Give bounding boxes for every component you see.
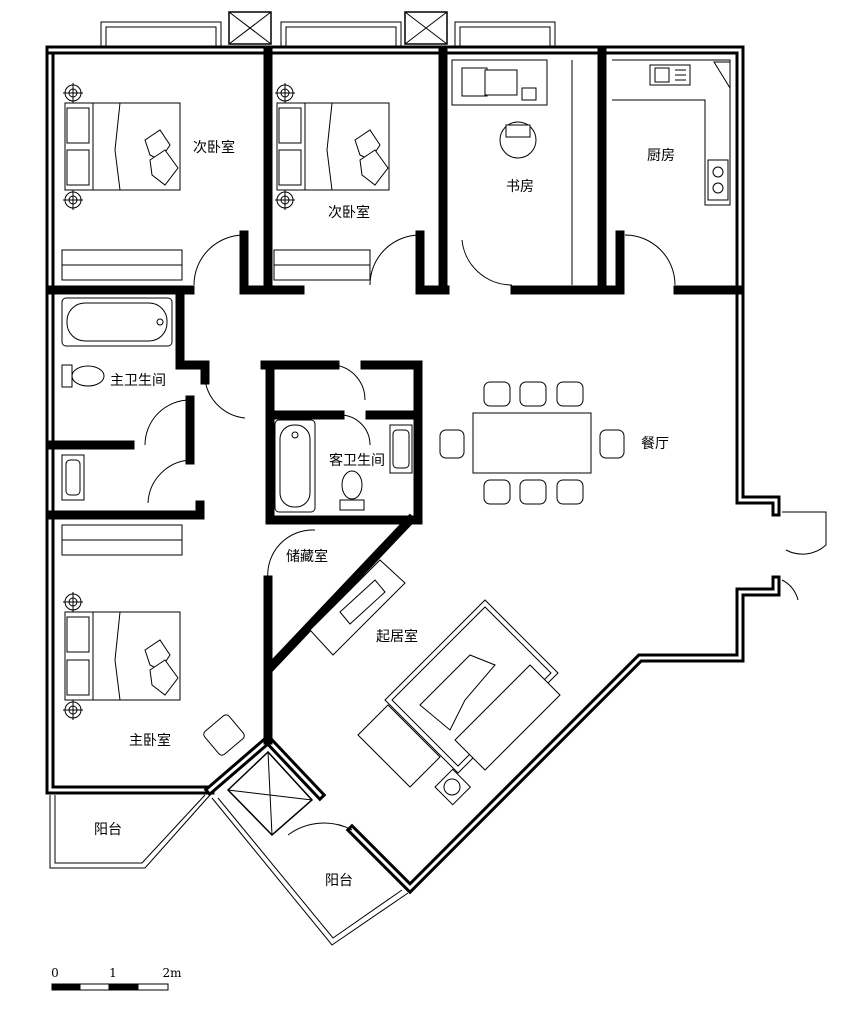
label-master-bathroom: 主卫生间 xyxy=(110,373,166,389)
wardrobe xyxy=(61,249,183,281)
doors xyxy=(144,234,827,836)
armchair-icon xyxy=(203,714,245,756)
label-guest-bathroom: 客卫生间 xyxy=(329,452,385,469)
vent-boxes xyxy=(228,11,448,45)
toilet-icon xyxy=(339,470,365,511)
label-second-bedroom-2: 次卧室 xyxy=(328,204,370,221)
tv-cabinet xyxy=(309,559,406,656)
bed xyxy=(64,102,181,191)
scale-label-2m: 2m xyxy=(162,966,182,980)
sink xyxy=(61,454,85,501)
bed xyxy=(64,611,181,701)
exterior-windows xyxy=(47,47,555,793)
bathtub xyxy=(61,297,173,347)
wardrobe xyxy=(61,524,183,556)
interior-walls xyxy=(45,45,745,745)
room-labels: 次卧室 次卧室 书房 厨房 主卫生间 客卫生间 餐厅 储藏室 起居室 主卧室 阳… xyxy=(94,139,675,889)
label-master-bedroom: 主卧室 xyxy=(129,732,171,749)
nightstand-lamp-icon xyxy=(275,83,295,210)
label-study: 书房 xyxy=(506,179,534,195)
label-living-room: 起居室 xyxy=(376,628,418,645)
rug-and-sofa xyxy=(357,599,561,806)
dining-table xyxy=(439,381,625,505)
sink xyxy=(389,424,413,474)
toilet-icon xyxy=(61,364,105,388)
label-balcony-1: 阳台 xyxy=(94,822,122,838)
nightstand-lamp-icon xyxy=(63,83,83,210)
label-storage: 储藏室 xyxy=(286,548,328,565)
label-balcony-2: 阳台 xyxy=(325,873,353,889)
scale-label-1: 1 xyxy=(109,966,117,980)
wardrobe xyxy=(273,249,371,281)
balconies xyxy=(49,750,409,946)
label-kitchen: 厨房 xyxy=(647,148,675,164)
study-desk xyxy=(451,59,599,285)
nightstand-lamp-icon xyxy=(63,592,83,720)
bed xyxy=(276,102,390,191)
scale-label-0: 0 xyxy=(51,966,59,980)
kitchen-counter xyxy=(612,59,731,206)
scale-bar: 0 1 2m xyxy=(51,966,182,991)
bathtub xyxy=(274,419,316,513)
label-second-bedroom-1: 次卧室 xyxy=(193,139,235,156)
label-dining-room: 餐厅 xyxy=(641,436,669,452)
